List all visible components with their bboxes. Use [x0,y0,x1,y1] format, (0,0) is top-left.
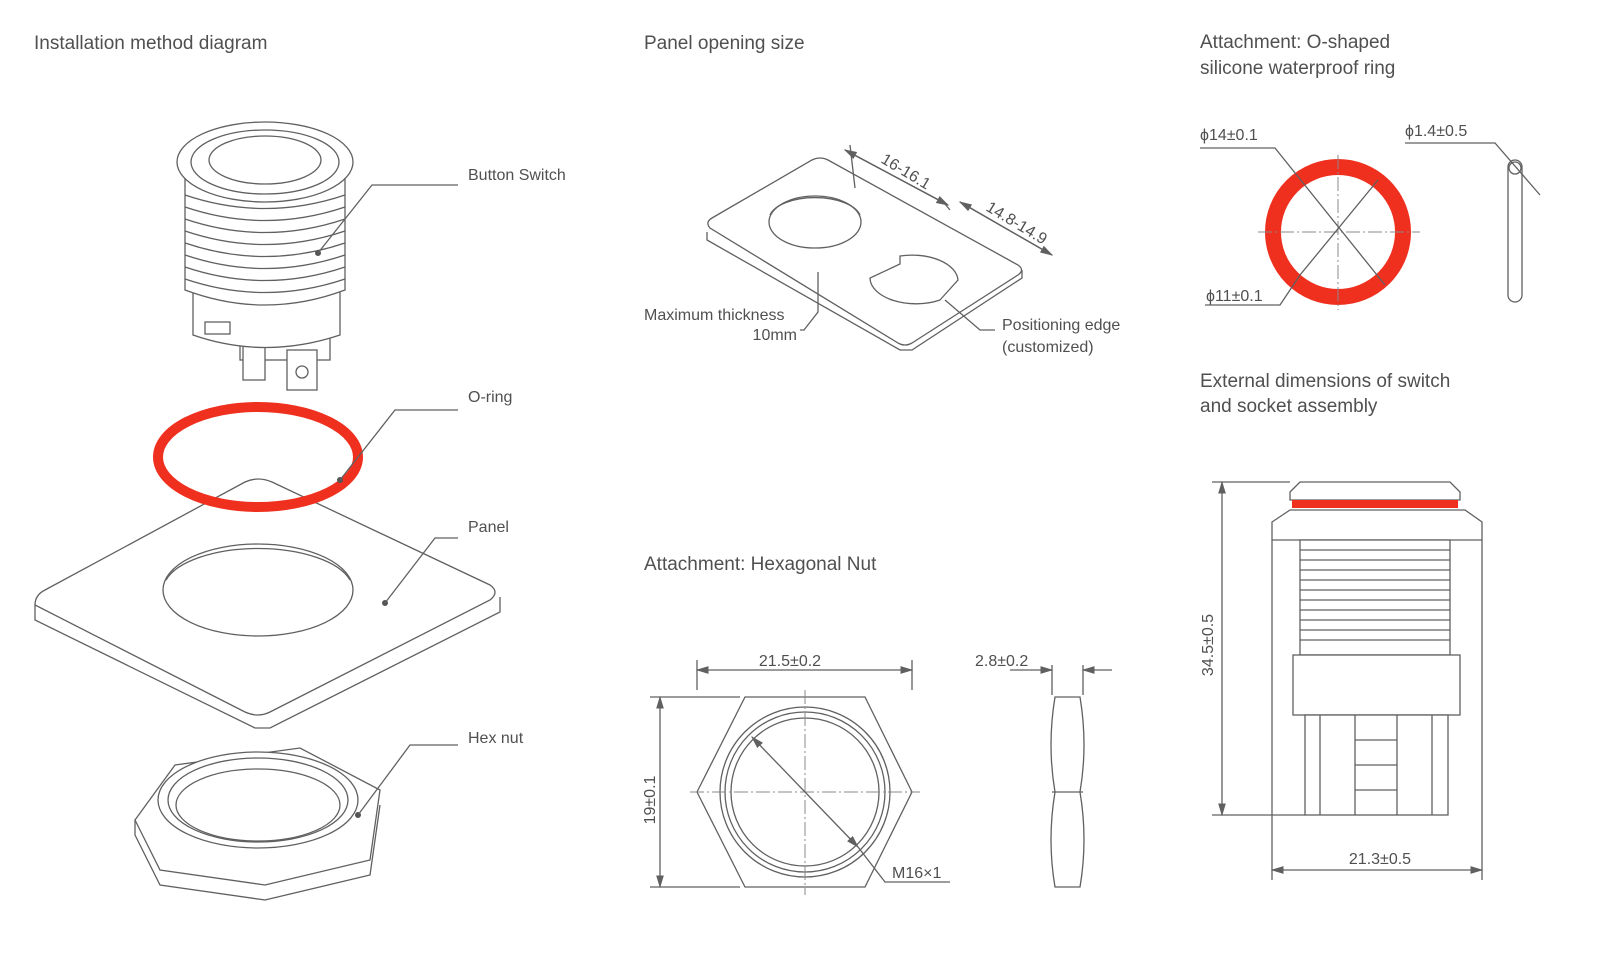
o-ring-title-line1: Attachment: O-shaped [1200,32,1390,53]
leader-lines [317,184,458,816]
label-panel: Panel [468,519,509,536]
external-title-line2: and socket assembly [1200,396,1378,417]
label-button-switch: Button Switch [468,167,566,184]
panel-opening-title: Panel opening size [644,33,805,54]
dim-oring-section: ϕ1.4±0.5 [1405,123,1467,140]
hex-nut-side-view [1010,665,1112,888]
switch-assembly-drawing [1212,480,1484,880]
hex-nut-section: Attachment: Hexagonal Nut 21.5±0.2 19±0.… [642,554,1112,895]
external-dimensions-section: External dimensions of switch and socket… [1200,371,1484,880]
hex-nut-front-view [650,660,950,895]
dim-nut-thickness: 2.8±0.2 [975,653,1028,670]
dim-assembly-height: 34.5±0.5 [1200,614,1217,676]
thickness-label: Maximum thickness [644,307,784,324]
panel-drawing [34,478,501,729]
dim-oring-inner: ϕ11±0.1 [1206,288,1263,305]
positioning-edge-label: Positioning edge [1002,317,1120,334]
label-o-ring: O-ring [468,389,512,406]
positioning-edge-note: (customized) [1002,339,1094,356]
button-switch-drawing [176,121,354,391]
dim-oring-outer: ϕ14±0.1 [1200,127,1258,144]
hex-nut-title: Attachment: Hexagonal Nut [644,554,877,575]
panel-opening-section: Panel opening size 16-16.1 14.8-14.9 Max… [644,33,1120,356]
hex-nut-drawing [134,747,381,901]
thickness-value: 10mm [753,327,797,344]
installation-title: Installation method diagram [34,33,267,54]
dim-nut-thread: M16×1 [892,865,941,882]
dim-flat-hole: 14.8-14.9 [983,199,1050,248]
label-hex-nut: Hex nut [468,730,524,747]
o-ring-side-view [1405,142,1541,303]
o-ring-title-line2: silicone waterproof ring [1200,58,1395,79]
installation-section: Installation method diagram [34,33,566,901]
dim-nut-width: 21.5±0.2 [759,653,821,670]
dim-assembly-width: 21.3±0.5 [1349,851,1411,868]
dim-nut-height: 19±0.1 [642,775,659,824]
external-title-line1: External dimensions of switch [1200,371,1450,392]
panel-plate-drawing [706,144,1054,351]
o-ring-front-view [1200,147,1420,310]
o-ring-section: Attachment: O-shaped silicone waterproof… [1200,32,1541,310]
